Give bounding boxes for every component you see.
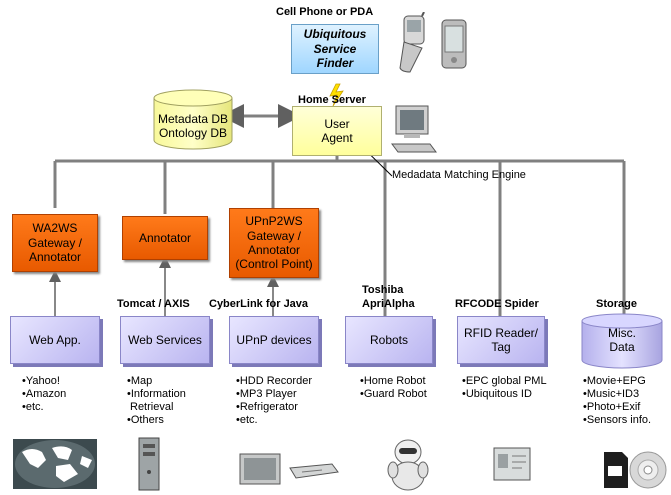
sd-card-icon — [604, 452, 628, 488]
rfid-reader-box[interactable]: RFID Reader/ Tag — [457, 316, 545, 364]
robots-bullets: •Home Robot •Guard Robot — [360, 375, 427, 400]
misc-data-label: Misc. Data — [608, 326, 636, 354]
metadata-db-label: Metadata DB Ontology DB — [157, 112, 229, 140]
globe-icon — [13, 439, 97, 489]
robot-icon — [387, 439, 429, 491]
web-services-bullets: •Map •Information Retrieval •Others — [127, 375, 186, 426]
robots-box[interactable]: Robots — [345, 316, 433, 364]
server-tower-icon — [138, 437, 160, 491]
toshiba-label: Toshiba — [362, 284, 404, 296]
cyberlink-label: CyberLink for Java — [209, 298, 309, 310]
lightning-icon — [329, 83, 344, 107]
cd-disc-icon — [629, 451, 667, 489]
home-server-label: Home Server — [298, 94, 366, 106]
annotator-box[interactable]: Annotator — [122, 216, 208, 260]
rfcode-label: RFCODE Spider — [455, 298, 539, 310]
web-app-box[interactable]: Web App. — [10, 316, 100, 364]
ubiquitous-service-finder[interactable]: Ubiquitous Service Finder — [291, 24, 379, 74]
matching-engine-label: Medadata Matching Engine — [392, 169, 526, 181]
web-app-bullets: •Yahoo! •Amazon •etc. — [22, 375, 67, 413]
user-agent-box[interactable]: User Agent — [292, 106, 382, 156]
tv-icon — [239, 453, 281, 485]
misc-data-bullets: •Movie+EPG •Music+ID3 •Photo+Exif •Senso… — [583, 375, 652, 426]
phone-label: Cell Phone or PDA — [276, 6, 374, 18]
id-card-icon — [493, 447, 531, 481]
dvd-player-icon — [289, 463, 339, 479]
web-services-box[interactable]: Web Services — [120, 316, 210, 364]
wa2ws-gateway-box[interactable]: WA2WS Gateway / Annotator — [12, 214, 98, 272]
phone-icon — [399, 12, 425, 73]
rfid-bullets: •EPC global PML •Ubiquitous ID — [462, 375, 547, 400]
pda-icon — [441, 19, 467, 69]
aprialpha-label: ApriAlpha — [362, 298, 415, 310]
upnp-bullets: •HDD Recorder •MP3 Player •Refrigerator … — [236, 375, 312, 426]
storage-label: Storage — [596, 298, 637, 310]
upnp-devices-box[interactable]: UPnP devices — [229, 316, 319, 364]
misc-data-cylinder[interactable] — [580, 312, 664, 370]
computer-icon — [391, 105, 437, 153]
tomcat-axis-label: Tomcat / AXIS — [117, 298, 190, 310]
metadata-db-cylinder[interactable] — [152, 88, 234, 152]
upnp2ws-gateway-box[interactable]: UPnP2WS Gateway / Annotator (Control Poi… — [229, 208, 319, 278]
